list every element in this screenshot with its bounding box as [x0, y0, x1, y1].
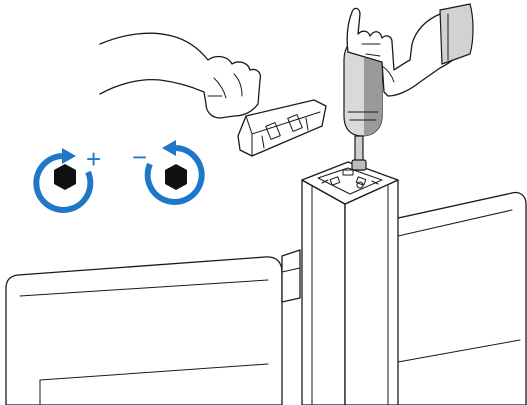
stand-column	[302, 162, 398, 405]
left-hand-with-cover	[100, 33, 326, 156]
loosen-icon: −	[132, 140, 202, 202]
tighten-plus-symbol: +	[86, 144, 101, 174]
stand-hinge	[282, 250, 300, 302]
tighten-icon: +	[36, 144, 101, 210]
monitor-back-panel	[6, 257, 282, 405]
monitor-right-panel	[380, 193, 526, 405]
loosen-minus-symbol: −	[132, 142, 147, 172]
